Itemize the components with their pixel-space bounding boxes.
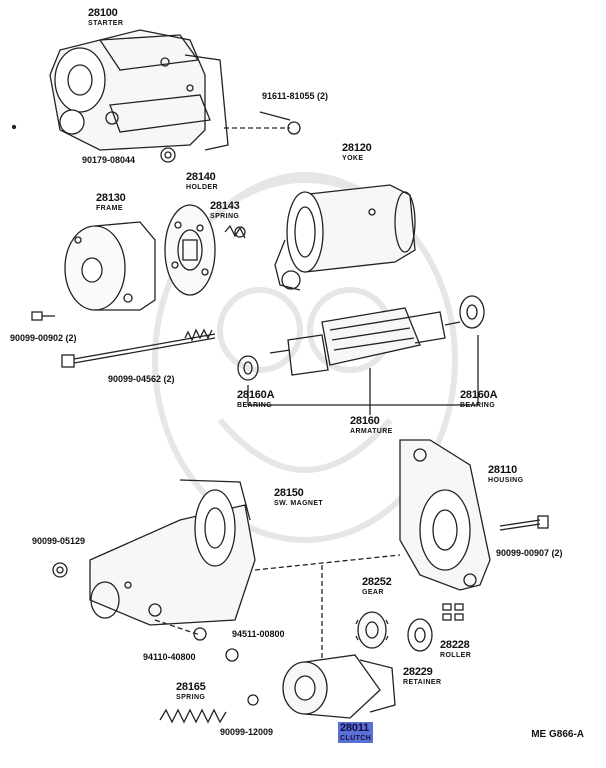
part-label-yoke: 28120 YOKE <box>342 142 372 163</box>
part-label-roller: 28228 ROLLER <box>440 639 472 660</box>
part-label-spring-28165: 28165 SPRING <box>176 681 206 702</box>
part-label-frame: 28130 FRAME <box>96 192 126 213</box>
part-label-holder: 28140 HOLDER <box>186 171 218 192</box>
housing-drawing <box>399 439 491 591</box>
part-number-90179-08044: 90179-08044 <box>82 155 136 165</box>
solenoid-switch-drawing <box>89 479 256 626</box>
screw-90099-00902 <box>31 311 55 321</box>
bearing-left-drawing <box>237 355 259 381</box>
nut-90099-05129 <box>52 562 68 578</box>
part-label-bearing-left: 28160A BEARING <box>237 389 275 410</box>
part-number-90099-00907: 90099-00907 (2) <box>496 548 563 558</box>
washer-94511 <box>193 627 207 641</box>
nut-90179 <box>160 147 176 163</box>
part-number-90099-00902: 90099-00902 (2) <box>10 333 77 343</box>
yoke-drawing <box>274 184 416 291</box>
leader-line <box>254 554 401 571</box>
part-label-gear: 28252 GEAR <box>362 576 392 597</box>
brush-holder-drawing <box>164 204 216 296</box>
nut-94110 <box>225 648 239 662</box>
part-number-90099-12009: 90099-12009 <box>220 727 274 737</box>
through-bolt-90099-04562 <box>61 328 216 368</box>
frame-drawing <box>64 221 156 311</box>
part-label-bearing-right: 28160A BEARING <box>460 389 498 410</box>
part-label-starter: 28100 STARTER <box>88 7 124 28</box>
part-label-clutch-highlighted[interactable]: 28011 CLUTCH <box>338 722 374 743</box>
armature-bracket <box>247 335 479 406</box>
part-number-94511-00800: 94511-00800 <box>232 629 285 639</box>
part-number-90099-05129: 90099-05129 <box>32 536 86 546</box>
part-number-90099-04562: 90099-04562 (2) <box>108 374 175 384</box>
part-label-retainer: 28229 RETAINER <box>403 666 442 687</box>
bearing-right-drawing <box>459 295 485 329</box>
diagram-code: ME G866-A <box>531 729 584 740</box>
part-label-housing: 28110 HOUSING <box>488 464 524 485</box>
washer-91611 <box>287 121 301 135</box>
part-number-94110-40800: 94110-40800 <box>143 652 196 662</box>
armature-drawing <box>269 307 461 376</box>
part-label-armature: 28160 ARMATURE <box>350 415 393 436</box>
rollers-drawing <box>442 603 464 621</box>
screw-90099-00907 <box>499 515 549 531</box>
spring-28143-drawing <box>224 224 246 239</box>
gear-drawing <box>355 611 389 649</box>
clutch-drawing <box>282 654 396 719</box>
part-number-91611-81055: 91611-81055 (2) <box>262 91 329 101</box>
ball-90099-12009 <box>247 694 259 706</box>
retainer-drawing <box>407 618 433 652</box>
spring-28165-drawing <box>159 708 227 724</box>
part-label-spring-28143: 28143 SPRING <box>210 200 240 221</box>
part-label-sw-magnet: 28150 SW. MAGNET <box>274 487 324 508</box>
starter-assembly-drawing <box>49 29 229 151</box>
